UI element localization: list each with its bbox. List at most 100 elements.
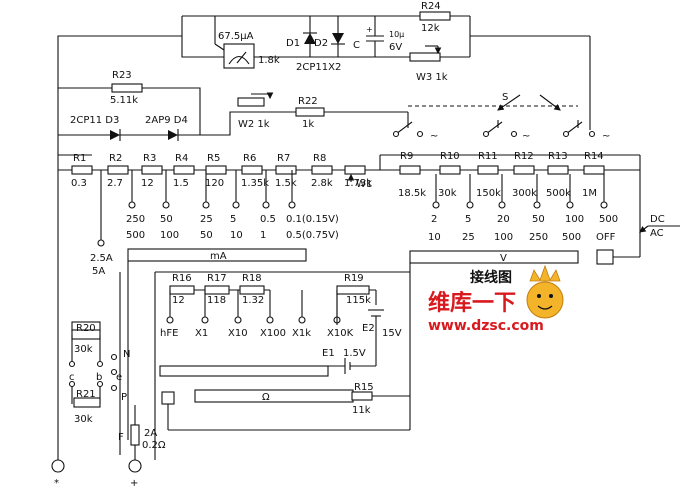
d4-label: 2AP9 D4	[145, 115, 188, 126]
chain-resistor-value: 2.7	[107, 178, 123, 189]
dc-label: DC	[650, 214, 665, 225]
chain-resistor-name: R3	[143, 153, 156, 164]
chain-resistor-1	[71, 165, 93, 175]
v-bar-label: V	[500, 253, 507, 264]
r22-name: R22	[298, 96, 318, 107]
ac-label: AC	[650, 228, 664, 239]
resistor-chain: R10.3R22.7R312R41.5R5120R61.35kR71.5kR82…	[71, 153, 372, 189]
ohm-range-label: X1k	[292, 328, 311, 339]
r15-name: R15	[354, 382, 374, 393]
ma-range-top: 250	[126, 214, 145, 225]
w3-label: W3 1k	[416, 72, 448, 83]
e1-name: E1	[322, 348, 335, 359]
ma-range-top: 0.5	[260, 214, 276, 225]
ma-range-bottom: 50	[200, 230, 213, 241]
ohm-resistor-value: 12	[172, 295, 185, 306]
ma-range-terminals: 2505005010025505100.510.1(0.15V)0.5(0.75…	[126, 170, 339, 241]
fuse-f: F 2A 0.2Ω	[118, 405, 166, 462]
ma-range-terminal	[288, 201, 296, 209]
ohm-range-label: X10K	[327, 328, 354, 339]
meter: 67.5μA 1.8k	[214, 16, 280, 69]
tilde-2: ~	[522, 131, 530, 142]
pin-e: e	[116, 372, 122, 383]
v-range-top: 2	[431, 214, 437, 225]
ma-range-top: 50	[160, 214, 173, 225]
v-resistor-name: R10	[440, 151, 460, 162]
v-range-top: 5	[465, 214, 471, 225]
watermark: 接线图 维库一下 www.dzsc.com	[428, 264, 564, 334]
ohm-range-label: X100	[260, 328, 286, 339]
ohm-range-label: hFE	[160, 328, 178, 339]
ma-range-top: 25	[200, 214, 213, 225]
chain-resistor-name: R2	[109, 153, 122, 164]
chain-resistor-value: 1.5k	[275, 178, 297, 189]
ohm-range-terminal	[234, 316, 242, 324]
diode-d1: D1	[286, 16, 317, 57]
fuse-r: 0.2Ω	[142, 440, 166, 451]
chain-resistor-value: 12	[141, 178, 154, 189]
v-resistor-name: R11	[478, 151, 498, 162]
resistor-r22: R22 1k	[295, 96, 325, 130]
d2-label: D2	[314, 38, 328, 49]
pot-w2: W2 1k	[237, 92, 274, 130]
ohm-range-terminal	[166, 316, 174, 324]
ma-range-bottom: 10	[230, 230, 243, 241]
battery-e1: E1 1.5V	[322, 340, 377, 374]
v-resistor-value: 500k	[546, 188, 571, 199]
v-range-terminal	[466, 201, 474, 209]
resistor-r24: R24 12k	[419, 1, 451, 34]
r24-name: R24	[421, 1, 441, 12]
a-range-bottom: 5A	[92, 266, 105, 277]
chain-resistor-name: R5	[207, 153, 220, 164]
w1-label-g: W1	[347, 173, 372, 190]
chain-resistor-5	[205, 165, 227, 175]
v-resistor-value: 300k	[512, 188, 537, 199]
diode-d3: 2CP11 D3	[70, 115, 121, 141]
v-range-bottom: 500	[562, 232, 581, 243]
v-range-bottom: 100	[494, 232, 513, 243]
ma-range-top: 5	[230, 214, 236, 225]
diode-d2: D2	[314, 16, 345, 57]
positive-terminal: +	[128, 459, 142, 489]
cap-plus: +	[366, 25, 373, 34]
watermark-badge: 接线图	[470, 264, 564, 319]
ohm-resistor-1	[169, 285, 195, 295]
diodes-type: 2CP11X2	[296, 62, 341, 73]
v-range-top: 100	[565, 214, 584, 225]
pin-b: b	[96, 372, 102, 383]
e2-value: 15V	[382, 328, 402, 339]
resistor-r15: R15 11k	[351, 382, 410, 416]
r22-value: 1k	[302, 119, 314, 130]
ohm-resistor-2	[204, 285, 230, 295]
chain-resistor-7	[275, 165, 297, 175]
meter-label: 67.5μA	[218, 31, 254, 42]
chain-resistor-2	[107, 165, 129, 175]
ohm-range-terminal	[298, 316, 306, 324]
r21-name: R21	[76, 389, 96, 400]
ohm-resistor-3	[239, 285, 265, 295]
ohm-range-terminal	[266, 316, 274, 324]
v-range-terminal	[566, 201, 574, 209]
meter-resistance: 1.8k	[258, 55, 280, 66]
transistor-socket: R20 30k c b R21 30k N e P	[68, 261, 130, 455]
v-range-terminal	[432, 201, 440, 209]
chain-resistor-name: R7	[277, 153, 290, 164]
ohm-range-label: X10	[228, 328, 248, 339]
neg-label: *	[54, 478, 59, 489]
chain-resistor-name: R8	[313, 153, 326, 164]
tilde-1: ~	[430, 131, 438, 142]
pin-p: P	[121, 392, 127, 403]
capacitor-c: + C 10μ 6V	[353, 16, 404, 57]
chain-resistor-value: 120	[205, 178, 224, 189]
r20-value: 30k	[74, 344, 93, 355]
v-resistor-value: 150k	[476, 188, 501, 199]
ma-range-terminal	[262, 201, 270, 209]
ohm-wiring	[154, 263, 411, 460]
pos-label: +	[130, 478, 138, 489]
watermark-cn: 维库一下	[428, 290, 516, 316]
ohm-bar: Ω	[194, 389, 354, 403]
ohm-resistor-name: R17	[207, 273, 227, 284]
ohm-resistor-value: 118	[207, 295, 226, 306]
